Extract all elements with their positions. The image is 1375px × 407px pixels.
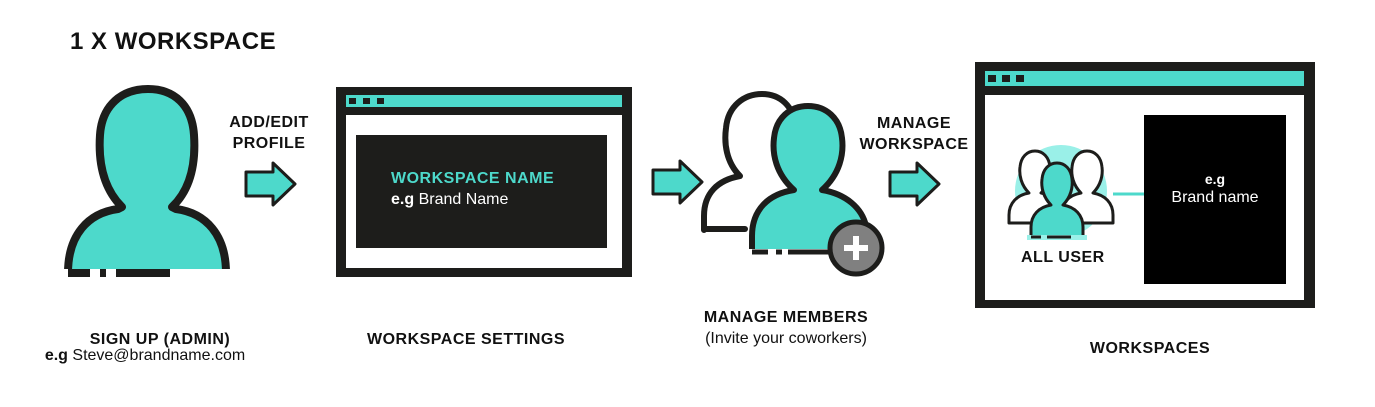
all-user-label: ALL USER bbox=[1021, 249, 1105, 266]
window-body: ALL USER e.g Brand name bbox=[985, 95, 1304, 300]
workspaces-window: ALL USER e.g Brand name bbox=[975, 62, 1315, 308]
step-signup-label: SIGN UP (ADMIN) bbox=[89, 331, 231, 348]
window-dot bbox=[377, 98, 384, 104]
step-signup-example: e.g Steve@brandname.com bbox=[20, 346, 270, 366]
settings-eg-value: Brand Name bbox=[418, 191, 509, 208]
settings-window: WORKSPACE NAME e.g Brand Name bbox=[336, 87, 632, 277]
arrow-label-line-2: PROFILE bbox=[232, 135, 306, 152]
workspace-brand-panel: e.g Brand name bbox=[1144, 115, 1286, 284]
window-body: WORKSPACE NAME e.g Brand Name bbox=[346, 115, 622, 268]
arrow-label-line-1: ADD/EDIT bbox=[229, 114, 309, 131]
step-settings-label: WORKSPACE SETTINGS bbox=[366, 331, 566, 348]
arrow-right-icon bbox=[888, 161, 941, 207]
arrow-label-add-edit-profile: ADD/EDIT PROFILE bbox=[214, 112, 324, 154]
plus-icon bbox=[827, 219, 885, 277]
settings-eg-prefix: e.g bbox=[391, 191, 415, 208]
workspaces-eg-value: Brand name bbox=[1171, 189, 1259, 206]
arrow-label-manage-workspace: MANAGE WORKSPACE bbox=[848, 113, 980, 155]
window-dot bbox=[363, 98, 370, 104]
window-title-bar bbox=[985, 71, 1304, 86]
signup-eg-value: Steve@brandname.com bbox=[72, 347, 246, 364]
window-dot bbox=[988, 75, 996, 82]
window-dot bbox=[349, 98, 356, 104]
workspace-name-example: e.g Brand Name bbox=[391, 191, 508, 209]
manage-members-icon bbox=[701, 91, 885, 277]
signup-eg-prefix: e.g bbox=[44, 347, 68, 364]
window-dot bbox=[1002, 75, 1010, 82]
window-dot bbox=[1016, 75, 1024, 82]
workspace-name-label: WORKSPACE NAME bbox=[391, 170, 555, 187]
diagram-title: 1 X WORKSPACE bbox=[70, 28, 277, 55]
workspaces-eg-prefix: e.g bbox=[1204, 171, 1226, 187]
step-members-sub: (Invite your coworkers) bbox=[705, 330, 867, 347]
step-members-label: MANAGE MEMBERS bbox=[703, 309, 869, 326]
window-title-bar bbox=[346, 95, 622, 107]
arrow-label-line-2: WORKSPACE bbox=[859, 136, 969, 153]
all-users-group-icon bbox=[1007, 145, 1153, 240]
step-workspaces-label: WORKSPACES bbox=[1089, 340, 1211, 357]
arrow-right-icon bbox=[244, 161, 297, 207]
workspace-name-field: WORKSPACE NAME e.g Brand Name bbox=[356, 135, 607, 248]
arrow-label-line-1: MANAGE bbox=[876, 115, 952, 132]
admin-user-icon bbox=[60, 85, 235, 280]
arrow-right-icon bbox=[651, 159, 704, 205]
